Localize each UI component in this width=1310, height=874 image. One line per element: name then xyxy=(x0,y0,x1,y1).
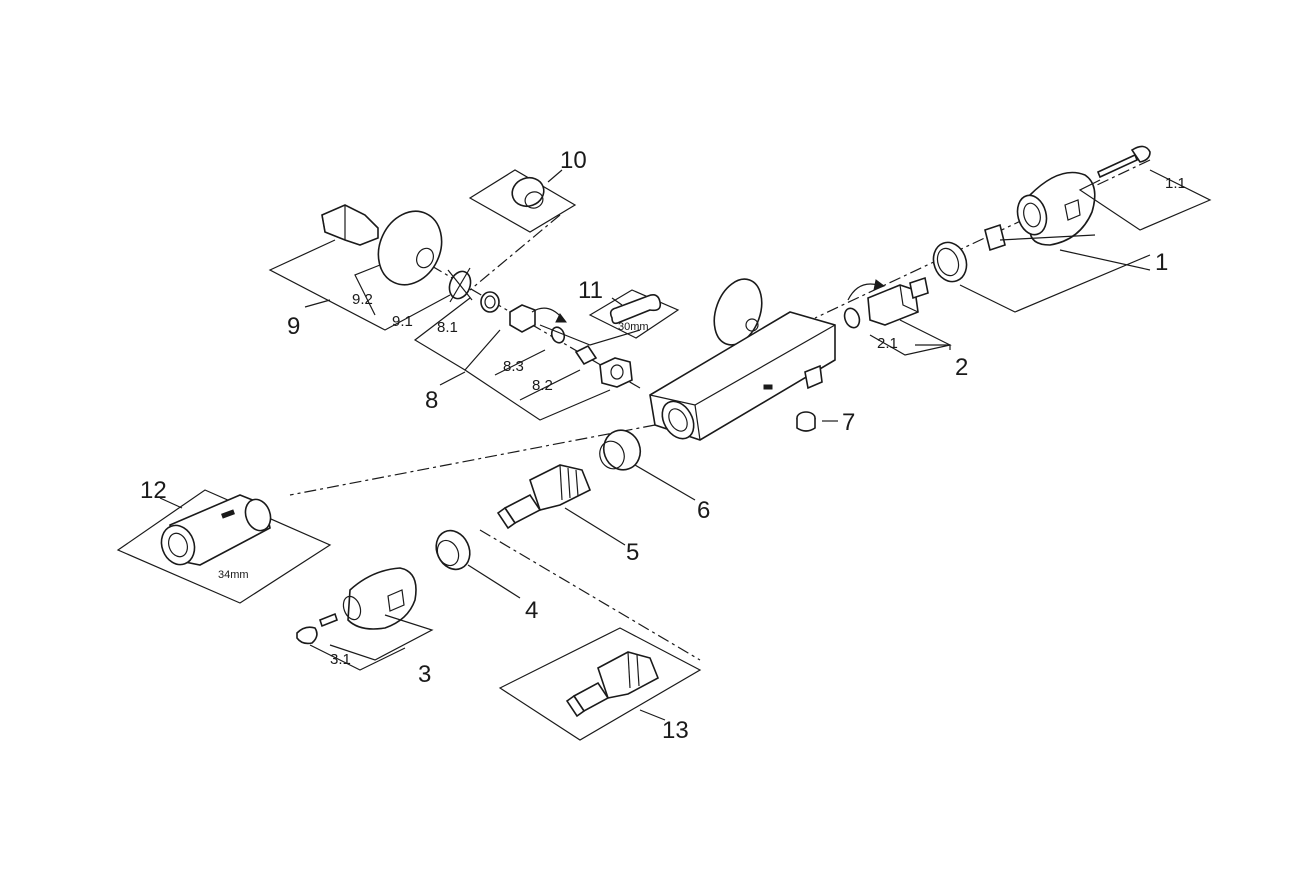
part-12-leader-line xyxy=(159,497,183,509)
label-9-1: 9.1 xyxy=(392,313,413,330)
label-2-1: 2.1 xyxy=(877,335,898,352)
part-4-leader-line xyxy=(467,564,521,599)
part-13-valve-box xyxy=(498,627,702,741)
part-6-nut xyxy=(599,429,642,471)
part-13-leader-line xyxy=(639,709,666,721)
part-1-leader-lines xyxy=(959,169,1212,313)
wrench-size-label: 30mm xyxy=(618,321,649,333)
part-11-wrench-box: 30mm xyxy=(588,289,680,339)
label-6: 6 xyxy=(697,497,710,524)
label-5: 5 xyxy=(626,539,639,566)
label-1-1: 1.1 xyxy=(1165,175,1186,192)
part-1-right-handle xyxy=(932,145,1151,283)
part-3-1-screw-and-cap xyxy=(296,612,338,645)
label-12: 12 xyxy=(140,477,167,504)
part-12-key-box: 34mm xyxy=(116,489,332,604)
part-8-connection-set xyxy=(480,291,633,388)
label-4: 4 xyxy=(525,597,538,624)
part-6-leader-line xyxy=(634,464,696,501)
key-size-label: 34mm xyxy=(218,569,249,581)
label-3-1: 3.1 xyxy=(330,651,351,668)
label-8-1: 8.1 xyxy=(437,319,458,336)
label-8-3: 8.3 xyxy=(503,358,524,375)
label-11: 11 xyxy=(578,277,603,304)
label-3: 3 xyxy=(418,661,431,688)
part-4-ring xyxy=(435,529,471,571)
part-5-valve xyxy=(496,464,592,530)
part-9-s-union-and-rosette xyxy=(321,204,443,286)
part-10-leader-line xyxy=(547,169,563,183)
part-11-leader-line xyxy=(611,297,623,306)
label-13: 13 xyxy=(662,717,689,744)
label-10: 10 xyxy=(560,147,587,174)
label-9: 9 xyxy=(287,313,300,340)
label-8-2: 8.2 xyxy=(532,377,553,394)
part-3-left-handle xyxy=(296,567,417,645)
part-2-leader-lines xyxy=(869,319,952,356)
part-1-adapter-and-filter xyxy=(932,223,1006,283)
part-9-1-seal xyxy=(447,267,473,303)
part-1-1-screw xyxy=(1096,145,1151,179)
part-5-leader-line xyxy=(564,507,626,546)
part-8-leader-lines xyxy=(413,297,641,421)
part-7-flow-limiter xyxy=(796,411,816,432)
part-3-leader-lines xyxy=(309,614,434,671)
part-9-leader-lines xyxy=(268,239,451,331)
label-2: 2 xyxy=(955,354,968,381)
label-7: 7 xyxy=(842,409,855,436)
part-10-adapter-box xyxy=(468,169,577,233)
label-1: 1 xyxy=(1155,249,1168,276)
label-9-2: 9.2 xyxy=(352,291,373,308)
part-2-thermostat-cartridge xyxy=(843,276,929,329)
thermostat-body xyxy=(649,278,836,441)
label-8: 8 xyxy=(425,387,438,414)
